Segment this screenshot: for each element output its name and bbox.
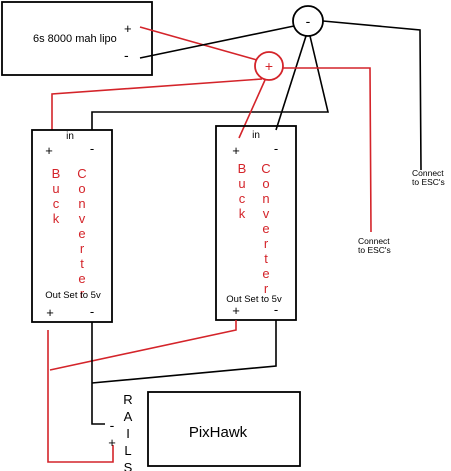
converter-1-in-minus: -: [90, 141, 94, 156]
converter-1-out-negative-wire: [91, 322, 105, 425]
battery-negative-wire: [139, 25, 295, 59]
converter-1-out-minus: -: [90, 304, 94, 319]
esc-note-2-line1: Connect: [358, 236, 390, 246]
battery-minus-terminal: -: [124, 47, 129, 63]
negative-to-converter1-wire: [91, 35, 330, 130]
positive-node-symbol: +: [265, 58, 273, 74]
converter-1-in-label: in: [66, 131, 74, 142]
battery-positive-wire: [139, 26, 258, 61]
esc-note-1-line2: to ESC's: [412, 177, 445, 187]
positive-junction-node: [254, 51, 284, 81]
negative-to-esc-wire: [322, 20, 422, 171]
rails-minus-terminal: -: [110, 417, 115, 433]
converter-1-out-positive-wire: [47, 330, 114, 463]
converter-2-out-positive-wire: [49, 320, 237, 371]
buck-converter-1-box: [31, 129, 113, 323]
battery-label: 6s 8000 mah lipo: [33, 33, 117, 45]
pixhawk-label: PixHawk: [189, 424, 248, 441]
converter-1-out-plus: +: [46, 305, 54, 320]
buck-converter-2-box: [215, 125, 297, 321]
positive-to-converter1-wire: [51, 78, 263, 130]
esc-note-2-line2: to ESC's: [358, 245, 391, 255]
negative-node-symbol: -: [306, 13, 311, 29]
converter-2-in-label: in: [252, 130, 260, 141]
battery-box: [1, 1, 153, 76]
converter-1-in-plus: +: [45, 143, 53, 158]
converter-2-out-negative-wire: [91, 320, 277, 384]
rails-plus-terminal: +: [108, 435, 116, 450]
positive-to-esc-wire: [283, 67, 372, 233]
converter-2-out-plus: +: [232, 303, 240, 318]
converter-2-out-label: Out Set to 5v: [226, 294, 282, 305]
converter-2-in-minus: -: [274, 141, 278, 156]
battery-plus-terminal: +: [124, 21, 132, 36]
positive-to-converter2-wire: [238, 79, 266, 139]
converter-1-out-label: Out Set to 5v: [45, 290, 101, 301]
esc-note-1-line1: Connect: [412, 168, 444, 178]
negative-to-converter2-wire: [275, 35, 307, 131]
converter-2-out-minus: -: [274, 302, 278, 317]
pixhawk-box: [147, 391, 301, 467]
converter-2-in-plus: +: [232, 143, 240, 158]
